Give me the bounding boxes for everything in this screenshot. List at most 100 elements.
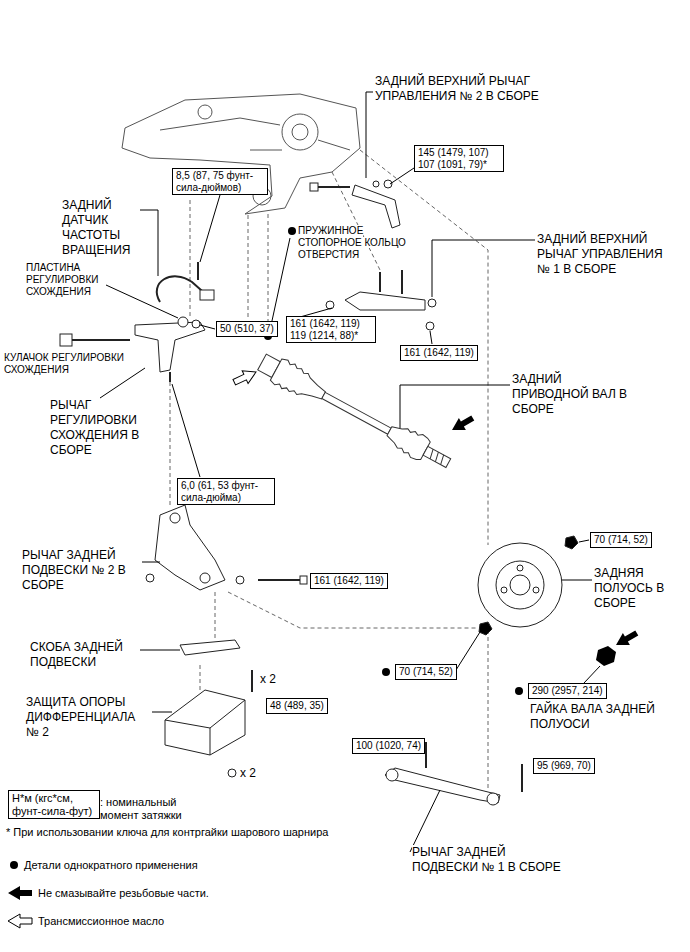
part-name: x 2	[240, 766, 256, 780]
torque-box: 6,0 (61, 53 фунт-сила-дюйма)	[177, 478, 275, 505]
differential-flange	[292, 124, 308, 140]
torque-value: 145 (1479, 107) 107 (1091, 79)*	[418, 147, 500, 170]
nut	[146, 574, 154, 582]
part-name: ЗАДНИЙ ПРИВОДНОЙ ВАЛ В СБОРЕ	[512, 372, 627, 416]
no-lube-arrow	[449, 412, 477, 436]
part-label: ЗАДНИЙ ВЕРХНИЙ РЫЧАГ УПРАВЛЕНИЯ № 2 В СБ…	[375, 74, 595, 104]
part-label: ЗАДНИЙ ДАТЧИК ЧАСТОТЫ ВРАЩЕНИЯ	[62, 198, 140, 258]
part-label: РЫЧАГ ЗАДНЕЙ ПОДВЕСКИ № 2 В СБОРЕ	[22, 548, 142, 593]
toe-arm	[60, 317, 205, 382]
torque-value: 48 (489, 35)	[270, 700, 324, 712]
leader-line	[562, 580, 592, 581]
leader-line	[579, 540, 589, 542]
bushing	[487, 793, 499, 805]
bushing	[170, 513, 180, 523]
legend-row: Детали однократного применения	[24, 858, 198, 872]
lower-arm-1-body	[385, 768, 500, 803]
legend-text: Трансмиссионное масло	[38, 915, 164, 927]
stud	[533, 587, 539, 593]
one-time-dot	[515, 687, 523, 695]
part-name: : номинальный момент затяжки	[100, 796, 182, 821]
no-lube-arrow	[613, 627, 641, 651]
torque-value: 100 (1020, 74)	[356, 740, 421, 752]
unit-legend-box: Н*м (кгс*см, фунт-сила-фут)	[8, 790, 100, 819]
torque-box: 161 (1642, 119) 119 (1214, 88)*	[286, 316, 376, 343]
torque-value: 290 (2957, 214)	[532, 685, 603, 697]
legend-white-arrow	[8, 914, 32, 928]
dashed-line	[488, 630, 489, 790]
inner-boot	[269, 357, 330, 407]
one-time-dot	[288, 227, 296, 235]
legend-black-arrow	[8, 886, 32, 900]
part-name: СКОБА ЗАДНЕЙ ПОДВЕСКИ	[30, 640, 123, 669]
part-label: ЗАДНЯЯ ПОЛУОСЬ В СБОРЕ	[594, 566, 679, 611]
bolt-head	[310, 183, 318, 191]
upper-arm-2-body	[352, 185, 400, 228]
differential-cover	[165, 690, 245, 777]
leader-line	[400, 385, 510, 428]
part-name: ГАЙКА ВАЛА ЗАДНЕЙ ПОЛУОСИ	[530, 702, 655, 731]
legend-row: Не смазывайте резьбовые части.	[38, 886, 209, 900]
sensor-head	[200, 290, 214, 300]
dashed-line	[228, 592, 478, 628]
part-label: x 2	[260, 672, 276, 687]
torque-value: 8,5 (87, 75 фунт-сила-дюймов)	[176, 170, 264, 193]
leader-line	[172, 384, 200, 477]
torque-value: 161 (1642, 119) 119 (1214, 88)*	[290, 318, 372, 341]
upper-arm-2	[310, 180, 400, 228]
torque-box: 100 (1020, 74)	[352, 738, 425, 754]
toe-arm-body	[135, 322, 205, 372]
part-label: ГАЙКА ВАЛА ЗАДНЕЙ ПОЛУОСИ	[530, 702, 680, 732]
torque-value: 50 (510, 37)	[220, 323, 274, 335]
washer	[236, 576, 244, 584]
dashed-line	[215, 592, 216, 640]
cam-bolt	[72, 339, 130, 341]
subframe-outline	[122, 94, 360, 214]
torque-value: 95 (969, 70)	[537, 760, 591, 772]
part-name: ЗАДНИЙ ДАТЧИК ЧАСТОТЫ ВРАЩЕНИЯ	[62, 198, 130, 257]
part-label: ЗАДНИЙ ВЕРХНИЙ РЫЧАГ УПРАВЛЕНИЯ № 1 В СБ…	[537, 232, 665, 277]
dashed-line	[190, 200, 191, 318]
legend-text: Не смазывайте резьбовые части.	[38, 887, 209, 899]
leader-line	[100, 368, 145, 398]
part-label: КУЛАЧОК РЕГУЛИРОВКИ СХОЖДЕНИЯ	[4, 352, 139, 376]
bolt	[169, 372, 171, 382]
bolt	[251, 670, 253, 692]
torque-box: 161 (1642, 119)	[310, 573, 388, 589]
shaft	[322, 392, 391, 434]
part-name: ПРУЖИННОЕ СТОПОРНОЕ КОЛЬЦО ОТВЕРСТИЯ	[298, 225, 406, 260]
part-name: РЫЧАГ ЗАДНЕЙ ПОДВЕСКИ № 2 В СБОРЕ	[22, 548, 126, 592]
nut	[228, 769, 236, 777]
drive-shaft	[255, 350, 455, 476]
torque-box: 145 (1479, 107) 107 (1091, 79)*	[414, 145, 504, 172]
leader-line	[200, 195, 220, 262]
bushing	[200, 573, 210, 583]
torque-value: 161 (1642, 119)	[314, 575, 384, 587]
bolt	[426, 742, 522, 792]
part-name: ЗАДНИЙ ВЕРХНИЙ РЫЧАГ УПРАВЛЕНИЯ № 1 В СБ…	[537, 232, 663, 276]
bushing	[386, 769, 398, 781]
nut	[565, 536, 578, 549]
hub-flange	[496, 561, 544, 609]
part-name: x 2	[260, 672, 276, 686]
shaft-stub	[423, 446, 451, 467]
part-name: ПЛАСТИНА РЕГУЛИРОВКИ СХОЖДЕНИЯ	[26, 262, 98, 297]
bracket	[180, 640, 252, 692]
legend-samples	[8, 861, 32, 928]
differential-housing	[282, 114, 318, 150]
bolt	[318, 186, 350, 188]
one-time-dot	[382, 668, 390, 676]
torque-box: 95 (969, 70)	[533, 758, 595, 774]
torque-box: 48 (489, 35)	[266, 698, 328, 714]
part-name: ЗАДНЯЯ ПОЛУОСЬ В СБОРЕ	[594, 566, 664, 610]
leader-line	[456, 632, 480, 670]
symbols	[231, 227, 640, 695]
torque-box: 161 (1642, 119)	[400, 345, 478, 361]
stud	[517, 565, 523, 571]
torque-value: 70 (714, 52)	[399, 666, 453, 678]
torque-box: 70 (714, 52)	[395, 664, 457, 680]
toe-plate	[178, 317, 188, 327]
hub-carrier	[478, 543, 562, 627]
oil-arrow	[231, 366, 259, 389]
